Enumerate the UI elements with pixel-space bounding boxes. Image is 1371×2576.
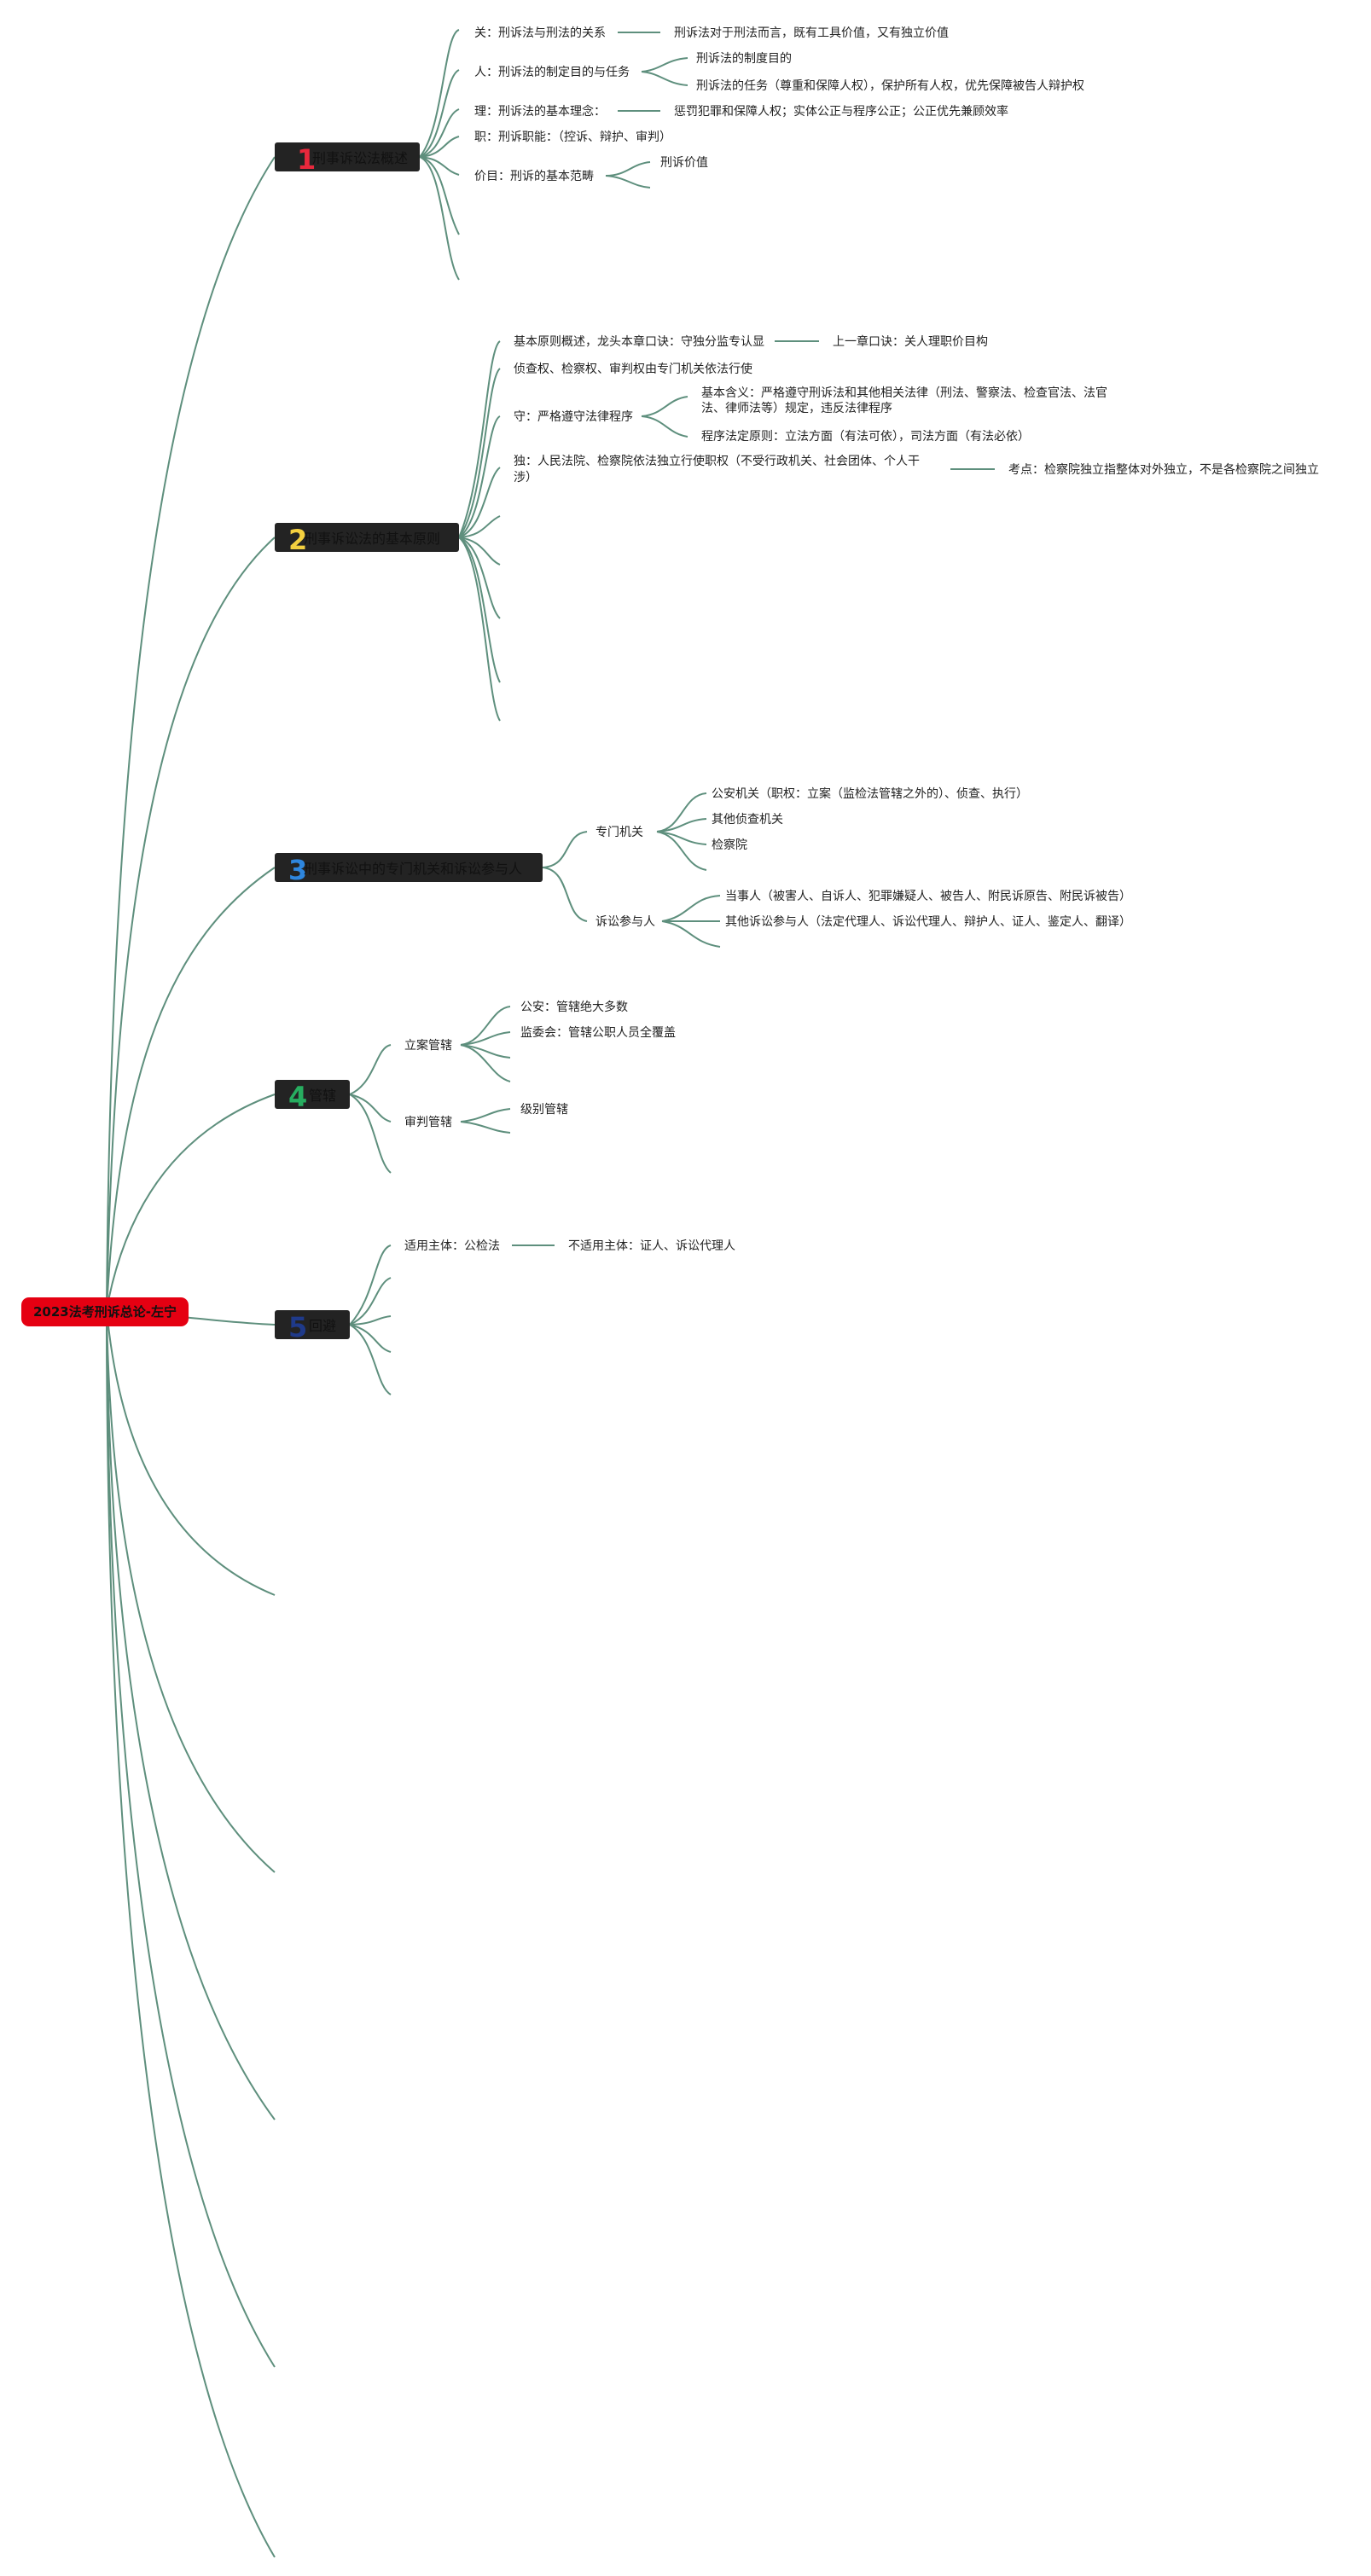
topic-1-child-2-sub-1[interactable]: 刑诉法的制度目的	[696, 52, 792, 66]
topic-3-edges	[542, 792, 721, 948]
topic-2-number: 2	[288, 524, 307, 556]
topic-1-node[interactable]: 1 刑事诉讼法概述	[275, 142, 420, 176]
topic-3-child-2-sub-2[interactable]: 其他诉讼参与人（法定代理人、诉讼代理人、辩护人、证人、鉴定人、翻译）	[725, 914, 1131, 929]
topic-3-child-1-sub-1[interactable]: 公安机关（职权：立案（监检法管辖之外的）、侦查、执行）	[712, 786, 1028, 801]
topic-5-child-1[interactable]: 适用主体：公检法	[404, 1239, 500, 1253]
topic-3-number: 3	[288, 854, 307, 886]
topic-4-edges	[349, 1006, 511, 1174]
topic-4-child-1-sub-2[interactable]: 监委会：管辖公职人员全覆盖	[520, 1025, 676, 1040]
topic-5-children: 适用主体：公检法 不适用主体：证人、诉讼代理人	[404, 1239, 735, 1253]
root-label: 2023法考刑诉总论-左宁	[33, 1304, 177, 1320]
topic-4-child-2[interactable]: 审判管辖	[404, 1116, 452, 1129]
topic-3-child-1-sub-2[interactable]: 其他侦查机关	[712, 813, 783, 827]
root-edges	[106, 156, 276, 2558]
topic-1-edges	[419, 29, 688, 281]
topic-4-child-1-sub-1[interactable]: 公安：管辖绝大多数	[520, 1000, 628, 1014]
topic-1-child-2-sub-2[interactable]: 刑诉法的任务（尊重和保障人权），保护所有人权，优先保障被告人辩护权	[696, 78, 1084, 93]
topic-4-node[interactable]: 4 管辖	[275, 1080, 350, 1113]
topic-3-node[interactable]: 3 刑事诉讼中的专门机关和诉讼参与人	[275, 853, 543, 886]
topic-2-child-1[interactable]: 基本原则概述，龙头本章口诀：守独分监专认显	[514, 334, 764, 349]
topic-2-child-2[interactable]: 侦查权、检察权、审判权由专门机关依法行使	[514, 362, 752, 376]
topic-3-child-2-sub-1[interactable]: 当事人（被害人、自诉人、犯罪嫌疑人、被告人、附民诉原告、附民诉被告）	[725, 890, 1131, 903]
topic-2-child-1-sub-1[interactable]: 上一章口诀：关人理职价目构	[833, 334, 988, 349]
topic-5-edges	[349, 1244, 555, 1395]
topic-3-child-1-sub-3[interactable]: 检察院	[712, 838, 747, 852]
topic-2-child-3[interactable]: 守：严格遵守法律程序	[514, 409, 633, 424]
topic-2-children: 基本原则概述，龙头本章口诀：守独分监专认显 上一章口诀：关人理职价目构 侦查权、…	[514, 334, 1319, 484]
topic-5-label: 回避	[309, 1318, 336, 1334]
topic-5-child-1-sub-1[interactable]: 不适用主体：证人、诉讼代理人	[568, 1239, 735, 1253]
topic-1-child-1[interactable]: 关：刑诉法与刑法的关系	[474, 26, 606, 40]
topic-1-children: 关：刑诉法与刑法的关系 刑诉法对于刑法而言，既有工具价值，又有独立价值 人：刑诉…	[474, 26, 1084, 183]
topic-4-children: 立案管辖 公安：管辖绝大多数 监委会：管辖公职人员全覆盖 审判管辖 级别管辖	[404, 1000, 676, 1129]
topic-3-children: 专门机关 公安机关（职权：立案（监检法管辖之外的）、侦查、执行） 其他侦查机关 …	[595, 786, 1131, 929]
topic-1-child-3-sub-1[interactable]: 惩罚犯罪和保障人权；实体公正与程序公正；公正优先兼顾效率	[674, 104, 1008, 119]
topic-1-number: 1	[297, 143, 316, 176]
topic-1-child-4[interactable]: 职：刑诉职能：（控诉、辩护、审判）	[474, 131, 671, 144]
topic-5-node[interactable]: 5 回避	[275, 1310, 350, 1343]
topic-3-child-1[interactable]: 专门机关	[595, 826, 643, 839]
topic-3-child-2[interactable]: 诉讼参与人	[595, 914, 655, 929]
topic-1-label: 刑事诉讼法概述	[312, 150, 408, 166]
topic-3-label: 刑事诉讼中的专门机关和诉讼参与人	[304, 861, 522, 877]
topic-2-child-4b[interactable]: 涉）	[514, 471, 537, 484]
topic-1-child-3[interactable]: 理：刑诉法的基本理念：	[474, 104, 606, 119]
topic-2-child-3-sub-1[interactable]: 基本含义：严格遵守刑诉法和其他相关法律（刑法、警察法、检查官法、法官	[701, 386, 1107, 400]
topic-2-child-4-sub-1[interactable]: 考点：检察院独立指整体对外独立，不是各检察院之间独立	[1008, 462, 1319, 477]
topic-4-child-2-sub-1[interactable]: 级别管辖	[520, 1103, 568, 1117]
topic-2-edges	[458, 340, 995, 722]
topic-4-child-1[interactable]: 立案管辖	[404, 1038, 452, 1053]
topic-2-label: 刑事诉讼法的基本原则	[304, 531, 440, 547]
topic-4-number: 4	[288, 1081, 307, 1113]
topic-4-label: 管辖	[309, 1088, 336, 1104]
topic-2-node[interactable]: 2 刑事诉讼法的基本原则	[275, 523, 459, 556]
topic-2-child-4[interactable]: 独：人民法院、检察院依法独立行使职权（不受行政机关、社会团体、个人干	[514, 454, 920, 468]
root-node[interactable]: 2023法考刑诉总论-左宁	[21, 1297, 189, 1326]
topic-2-child-3-sub-2[interactable]: 程序法定原则：立法方面（有法可依），司法方面（有法必依）	[701, 430, 1030, 444]
topic-1-child-2[interactable]: 人：刑诉法的制定目的与任务	[474, 66, 630, 79]
topic-1-child-5-sub-1[interactable]: 刑诉价值	[660, 156, 708, 170]
topic-2-child-3-sub-1b[interactable]: 法、律师法等）规定，违反法律程序	[701, 401, 892, 415]
topic-1-child-1-sub-1[interactable]: 刑诉法对于刑法而言，既有工具价值，又有独立价值	[674, 26, 949, 40]
topic-1-child-5[interactable]: 价目：刑诉的基本范畴	[474, 169, 594, 183]
topic-5-number: 5	[288, 1311, 307, 1343]
